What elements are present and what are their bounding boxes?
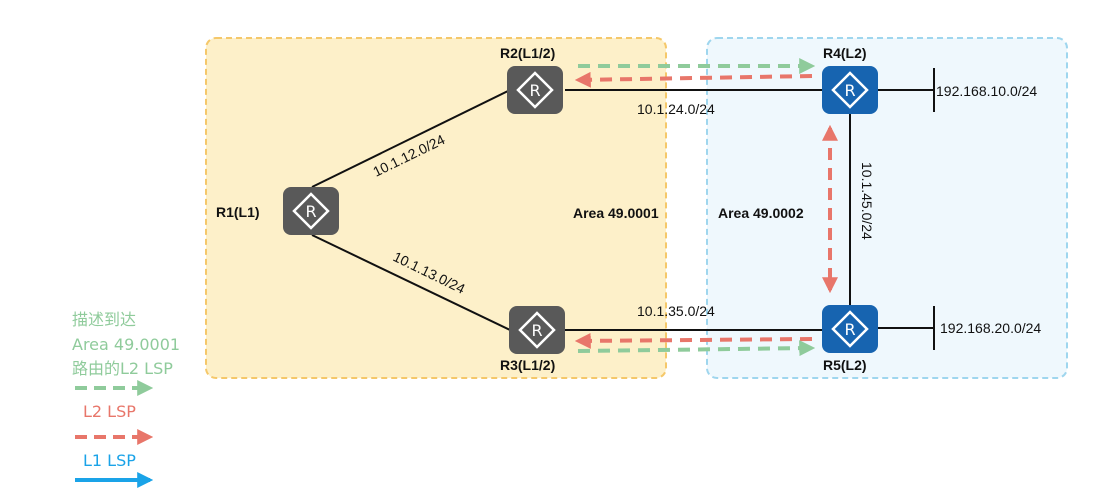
- svg-text:R: R: [529, 81, 540, 100]
- link-r1-r2: [311, 89, 511, 188]
- stub-label-r5: 192.168.20.0/24: [940, 320, 1041, 336]
- router-r3[interactable]: R: [509, 306, 565, 354]
- svg-text:R: R: [531, 321, 542, 340]
- router-label-r1: R1(L1): [216, 204, 260, 220]
- router-r2[interactable]: R: [507, 66, 563, 114]
- subnet-label-r2-r4: 10.1.24.0/24: [637, 101, 715, 117]
- area-49-0002: [706, 37, 1068, 379]
- legend-green-desc-line2: Area 49.0001: [72, 335, 180, 354]
- svg-text:R: R: [305, 202, 316, 221]
- area-49-0001: [205, 37, 667, 379]
- legend-l1-lsp-label: L1 LSP: [83, 451, 136, 470]
- router-icon: R: [831, 310, 869, 348]
- subnet-label-r3-r5: 10.1.35.0/24: [637, 303, 715, 319]
- router-icon: R: [516, 71, 554, 109]
- router-r1[interactable]: R: [283, 187, 339, 235]
- router-icon: R: [518, 311, 556, 349]
- area-label-1: Area 49.0001: [573, 205, 659, 221]
- router-icon: R: [831, 71, 869, 109]
- legend: 描述到达 Area 49.0001 路由的L2 LSP L2 LSP L1 LS…: [72, 310, 180, 488]
- legend-green-desc-line1: 描述到达: [72, 310, 136, 329]
- stub-label-r4: 192.168.10.0/24: [936, 83, 1037, 99]
- svg-text:R: R: [844, 320, 855, 339]
- area-label-2: Area 49.0002: [718, 205, 804, 221]
- router-label-r4: R4(L2): [823, 45, 867, 61]
- router-label-r5: R5(L2): [823, 357, 867, 373]
- router-label-r3: R3(L1/2): [500, 357, 555, 373]
- legend-l2-lsp-label: L2 LSP: [83, 402, 136, 421]
- router-r4[interactable]: R: [822, 66, 878, 114]
- legend-green-desc-line3: 路由的L2 LSP: [72, 359, 173, 378]
- router-r5[interactable]: R: [822, 305, 878, 353]
- router-label-r2: R2(L1/2): [500, 45, 555, 61]
- svg-text:R: R: [844, 81, 855, 100]
- link-r1-r3: [311, 234, 511, 331]
- router-icon: R: [292, 192, 330, 230]
- subnet-label-r4-r5: 10.1.45.0/24: [859, 162, 875, 240]
